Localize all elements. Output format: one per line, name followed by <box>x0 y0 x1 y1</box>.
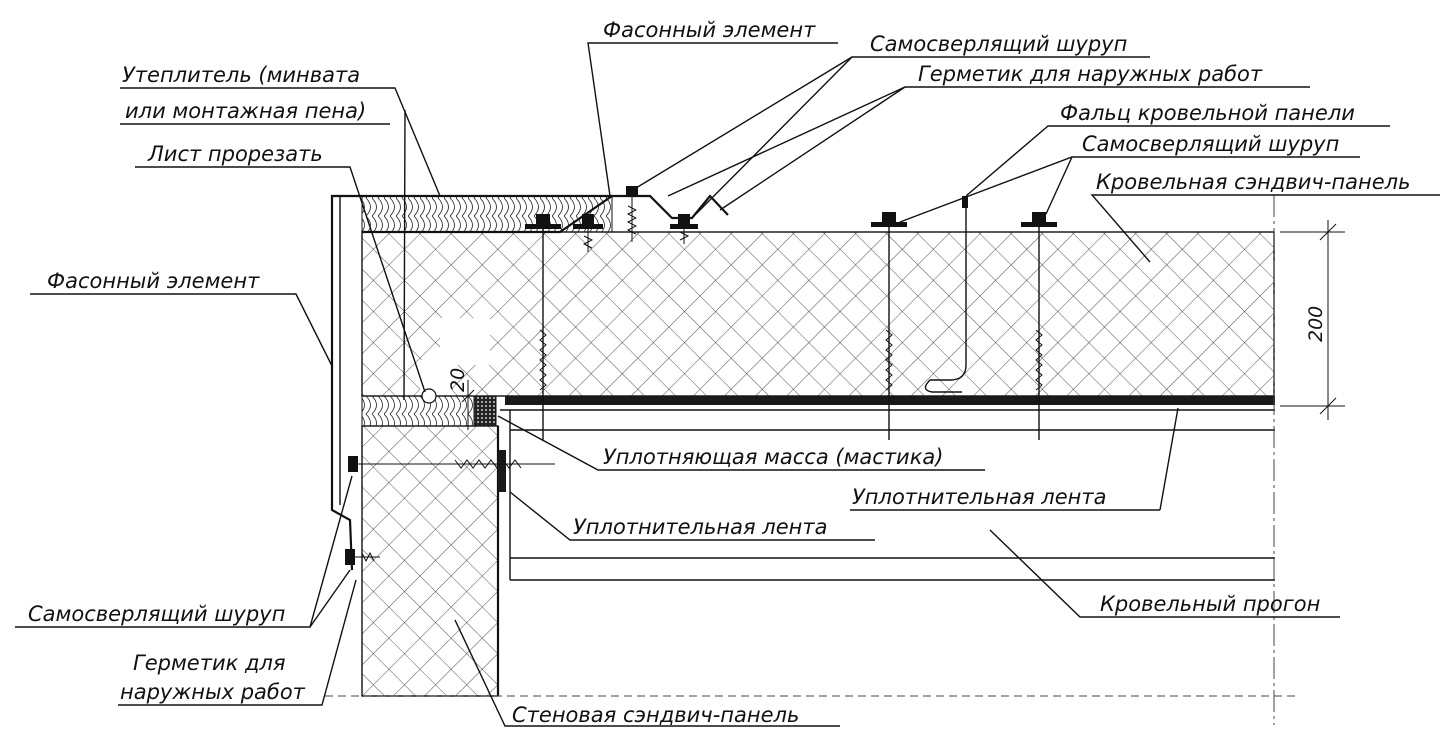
label-sheet-cut: Лист прорезать <box>147 142 323 166</box>
dimension-panel-thickness: 200 <box>1280 220 1345 420</box>
screw <box>626 186 638 242</box>
label-insulation-2: или монтажная пена) <box>125 99 366 123</box>
leader-lines <box>15 42 1440 727</box>
label-fold: Фальц кровельной панели <box>1060 101 1355 125</box>
screw <box>573 214 603 252</box>
label-sealant-left-1: Герметик для <box>133 651 286 675</box>
insulation-bottom <box>361 395 475 427</box>
dimension-200-text: 200 <box>1305 306 1327 342</box>
label-sealing-tape-left: Уплотнительная лента <box>573 515 827 539</box>
wall-screws <box>345 456 555 565</box>
dimension-20-text: 20 <box>447 368 469 392</box>
flashing-top <box>362 194 729 234</box>
label-roof-panel: Кровельная сэндвич-панель <box>1096 170 1410 194</box>
roof-sandwich-panel <box>361 231 1275 405</box>
label-fason-left: Фасонный элемент <box>47 269 260 293</box>
screw <box>670 214 698 244</box>
labels: Фасонный элемент Самосверлящий шуруп Гер… <box>28 18 1410 727</box>
roof-purlin <box>500 409 1275 581</box>
sealing-mass <box>473 395 497 427</box>
label-fason-top: Фасонный элемент <box>603 18 816 42</box>
roof-panel-fold <box>924 196 968 393</box>
label-insulation-1: Утеплитель (минвата <box>122 63 360 87</box>
screw <box>525 214 561 440</box>
roof-screws <box>525 186 1057 440</box>
screw <box>1021 212 1057 440</box>
sealing-tape-strip <box>498 450 506 492</box>
screw <box>871 212 907 440</box>
label-screw-top2: Самосверлящий шуруп <box>1082 132 1339 156</box>
cut-sheet-marker <box>421 388 437 404</box>
wall-sandwich-panel <box>361 425 500 697</box>
label-sealant-left-2: наружных работ <box>120 680 306 704</box>
label-purlin: Кровельный прогон <box>1100 592 1320 616</box>
label-screw-top1: Самосверлящий шуруп <box>870 32 1127 56</box>
flashing-left <box>330 194 612 571</box>
label-sealing-tape-right: Уплотнительная лента <box>852 485 1106 509</box>
label-wall-panel: Стеновая сэндвич-панель <box>512 703 799 727</box>
label-sealing-mass: Уплотняющая масса (мастика) <box>603 445 943 469</box>
dimension-gap: 20 <box>447 368 475 430</box>
label-sealant-top: Герметик для наружных работ <box>918 62 1263 86</box>
label-screw-left: Самосверлящий шуруп <box>28 602 285 626</box>
